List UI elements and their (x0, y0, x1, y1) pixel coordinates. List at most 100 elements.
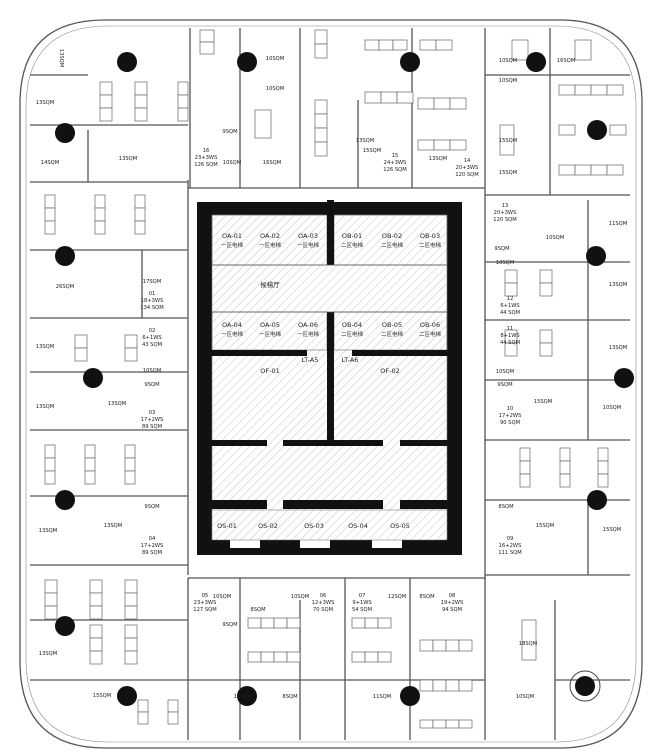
desk (124, 624, 138, 639)
desk (74, 334, 88, 349)
desk (377, 651, 392, 663)
room-area-label: 9SQM (222, 622, 237, 628)
desk (84, 457, 96, 472)
desk (134, 207, 146, 222)
room-area-label: 15SQM (363, 148, 381, 154)
fire-elevator-label: OF-02 (380, 367, 399, 375)
room-area-label: 13SQM (36, 344, 54, 350)
desk (134, 81, 148, 96)
elevator-zone: 一区电梯 (221, 241, 244, 249)
partition-walls (30, 28, 630, 740)
suite-area: 111 SQM (498, 550, 521, 556)
desk (521, 619, 537, 661)
room-area-label: 13SQM (36, 100, 54, 106)
service-elevators: OS-01 OS-02 OS-03 OS-04 OS-05 (217, 522, 410, 530)
desk (432, 639, 447, 652)
desk (254, 109, 272, 139)
desk (445, 639, 460, 652)
building-core (197, 200, 462, 555)
room-area-label: 11SQM (373, 694, 391, 700)
core-misc-labels: OF-01 OF-02 LT-A5 LT-A6 (260, 356, 399, 375)
elevator-zone: 二区电梯 (381, 330, 404, 338)
desk (539, 282, 553, 297)
suite-workstations: 6+1WS (142, 335, 161, 341)
room-area-label: 10SQM (291, 594, 309, 600)
desk (177, 81, 189, 96)
desk (177, 94, 189, 109)
desk (314, 29, 328, 45)
desk (574, 84, 592, 96)
desk (504, 269, 518, 284)
suite-workstations: 24+3WS (384, 160, 407, 166)
suite-number: 15 (392, 153, 399, 159)
desk (435, 39, 453, 51)
elevator-zone: 二区电梯 (419, 330, 442, 338)
room-area-label: 13SQM (108, 401, 126, 407)
desk (177, 107, 189, 122)
room-area-label: 13SQM (356, 138, 374, 144)
suite-number: 11 (507, 326, 514, 332)
desk (89, 650, 103, 665)
room-area-label: 15SQM (536, 523, 554, 529)
room-area-label: 10SQM (266, 56, 284, 62)
elevator-zone: 一区电梯 (259, 241, 282, 249)
desk (458, 719, 473, 729)
suite-workstations: 8+1WS (500, 333, 519, 339)
room-area-label: 9SQM (144, 382, 159, 388)
room-area-label: 10SQM (546, 235, 564, 241)
fire-elevator-label: OF-01 (260, 367, 279, 375)
desk (89, 624, 103, 639)
desk (99, 94, 113, 109)
elevator-id: OB-01 (342, 232, 362, 240)
room-area-label: 8SQM (498, 504, 513, 510)
desk (44, 207, 56, 222)
suite-number: 01 (149, 291, 156, 297)
desk (351, 651, 366, 663)
suite-area: 134 SQM (140, 305, 163, 311)
elevator-zone: 一区电梯 (297, 241, 320, 249)
suite-area: 89 SQM (142, 424, 162, 430)
desk (44, 220, 56, 235)
desk (559, 460, 571, 475)
suite-area: 126 SQM (383, 167, 406, 173)
suite-number: 07 (359, 593, 366, 599)
desk (89, 605, 103, 620)
desk (590, 84, 608, 96)
suite-number: 13 (502, 203, 509, 209)
room-area-label: 13SQM (36, 404, 54, 410)
building-envelope (19, 19, 643, 749)
desk (574, 39, 592, 61)
room-area-label: 15SQM (499, 170, 517, 176)
desk (433, 139, 451, 151)
room-area-label: 9SQM (222, 129, 237, 135)
desk (124, 334, 138, 349)
desk (84, 444, 96, 459)
desk (134, 220, 146, 235)
desk (433, 97, 451, 110)
desk (94, 194, 106, 209)
desk (137, 699, 149, 713)
suite-number: 02 (149, 328, 156, 334)
room-area-label: 15SQM (603, 527, 621, 533)
desk (445, 679, 460, 692)
desk (606, 84, 624, 96)
desk (597, 447, 609, 462)
elevator-zone: 一区电梯 (259, 330, 282, 338)
service-elevator-label: OS-05 (390, 522, 410, 530)
room-area-label: 11SQM (609, 221, 627, 227)
suite-workstations: 18+3WS (141, 298, 164, 304)
room-area-label: 10SQM (516, 694, 534, 700)
suite-area: 120 SQM (493, 217, 516, 223)
desk (392, 39, 408, 51)
desk (458, 679, 473, 692)
desk (364, 651, 379, 663)
desk (364, 91, 382, 104)
desk (419, 39, 437, 51)
room-area-label: 8SQM (419, 594, 434, 600)
desk (167, 711, 179, 725)
desk (167, 699, 179, 713)
desk (519, 460, 531, 475)
room-area-label: 10SQM (603, 405, 621, 411)
desk (378, 39, 394, 51)
suite-area: 89 SQM (142, 550, 162, 556)
